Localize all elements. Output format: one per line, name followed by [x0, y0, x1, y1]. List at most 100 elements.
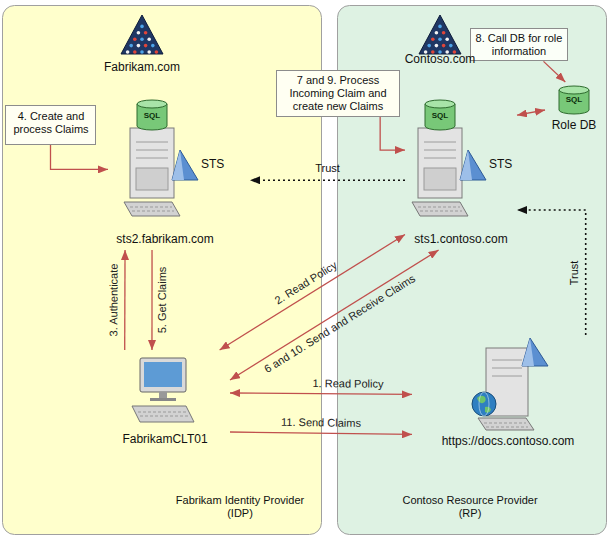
- monitor-stand: [159, 392, 167, 398]
- monitor-frame: [140, 358, 186, 392]
- provider-zone: Contoso Resource Provider (RP)7 and 9. P…: [337, 5, 607, 535]
- sts-triangle: [172, 150, 198, 180]
- server-tower: [130, 128, 174, 198]
- database-tag: SQL: [566, 96, 582, 104]
- zone-label: Contoso Resource Provider (RP): [400, 494, 540, 520]
- server-name: https://docs.contoso.com: [442, 434, 575, 448]
- server-slot: [424, 158, 456, 159]
- database-tag: SQL: [144, 112, 160, 120]
- database-top: [425, 100, 455, 108]
- pyramid-dot: [431, 37, 435, 41]
- domain-label: Fabrikam.com: [104, 60, 180, 74]
- keyboard-keys: [418, 207, 460, 208]
- pyramid-dot: [133, 50, 137, 54]
- keyboard-shape: [124, 202, 180, 216]
- keyboard-shape: [478, 418, 534, 430]
- monitor-screen: [144, 362, 182, 387]
- server-slot: [136, 158, 168, 159]
- domain-node: Contoso.com: [400, 12, 480, 69]
- database-top: [137, 100, 167, 108]
- keyboard-shape: [132, 406, 194, 422]
- pyramid-dot: [151, 44, 155, 48]
- callout-text: 7 and 9. Process Incoming Claim and crea…: [280, 74, 396, 114]
- pyramid-dot: [129, 44, 133, 48]
- keyboard-keys: [420, 211, 462, 212]
- sts-facet: [522, 338, 534, 366]
- database-tag: SQL: [432, 112, 448, 120]
- database-name: Role DB: [552, 118, 597, 132]
- trust-arrow: [250, 179, 405, 181]
- pyramid-icon: [419, 15, 461, 54]
- database-top: [559, 86, 589, 94]
- flow-arrow: [151, 250, 152, 350]
- server-panel: [424, 168, 456, 190]
- pyramid-dot: [140, 37, 144, 41]
- edge-label: 11. Send Claims: [281, 416, 361, 430]
- computer-name: FabrikamCLT01: [122, 432, 207, 446]
- pyramid-dot: [140, 25, 144, 29]
- server-slot: [492, 360, 522, 361]
- sts-triangle: [460, 150, 486, 180]
- sts-label: STS: [489, 157, 512, 171]
- sts-triangle: [522, 338, 548, 366]
- flow-arrow: [230, 250, 439, 380]
- trust-arrow: [517, 210, 586, 335]
- callout-box: 7 and 9. Process Incoming Claim and crea…: [276, 70, 400, 117]
- callout-box: 8. Call DB for role information: [470, 28, 568, 61]
- server-slot: [492, 376, 522, 377]
- sts-server: STS sts1.contoso.com: [405, 95, 517, 250]
- pyramid-dot: [133, 37, 137, 41]
- keyboard-shape: [412, 202, 468, 216]
- pyramid-dot: [147, 37, 151, 41]
- globe-icon: [472, 392, 496, 416]
- server-slot: [136, 142, 168, 143]
- server-slot: [424, 150, 456, 151]
- pyramid-dot: [438, 37, 442, 41]
- pyr-icon: [418, 14, 462, 56]
- globe-meridian: [479, 392, 489, 416]
- sts-facet: [460, 150, 472, 180]
- server-tower: [418, 128, 462, 198]
- pyramid-dot: [442, 44, 446, 48]
- pyramid-dot: [435, 31, 439, 35]
- pyramid-dot: [427, 44, 431, 48]
- edge-label: 3. Authenticate: [107, 264, 120, 337]
- flow-arrow: [230, 393, 412, 394]
- web-icon: [470, 338, 550, 432]
- pyramid-dot: [438, 25, 442, 29]
- zone-label: Fabrikam Identity Provider (IDP): [170, 494, 310, 520]
- pyramid-dot: [126, 50, 130, 54]
- keyboard-keys: [130, 207, 172, 208]
- pyramid-dot: [445, 37, 449, 41]
- server-slot: [424, 142, 456, 143]
- zone-background: [3, 6, 322, 535]
- monitor-base: [150, 398, 176, 401]
- callout-text: 4. Create and process Claims: [10, 110, 92, 136]
- sts-label: STS: [201, 157, 224, 171]
- pyramid-dot: [442, 31, 446, 35]
- server-name: sts2.fabrikam.com: [116, 232, 213, 246]
- pyramid-dot: [144, 44, 148, 48]
- keyboard-keys: [132, 211, 174, 212]
- server-name: sts1.contoso.com: [414, 232, 507, 246]
- server-panel: [136, 168, 168, 190]
- keyboard-keys: [486, 427, 528, 428]
- web-server: https://docs.contoso.com: [412, 335, 605, 453]
- keyboard-keys: [140, 416, 188, 417]
- flow-arrow: [230, 432, 412, 434]
- callout-box: 4. Create and process Claims: [5, 105, 96, 145]
- edge-label: 1. Read Policy: [313, 377, 384, 391]
- pyramid-dot: [449, 44, 453, 48]
- flow-arrow: [544, 61, 566, 82]
- sts-facet: [172, 150, 184, 180]
- pyramid-dot: [144, 31, 148, 35]
- flow-arrow: [380, 117, 405, 150]
- pyramid-dot: [137, 31, 141, 35]
- flow-arrow: [124, 250, 126, 350]
- server-icon: [122, 100, 202, 218]
- edge-label: 5. Get Claims: [156, 267, 169, 334]
- flow-arrow: [51, 145, 109, 169]
- pyramid-dot: [137, 44, 141, 48]
- sts-server: STS sts2.fabrikam.com: [108, 95, 250, 250]
